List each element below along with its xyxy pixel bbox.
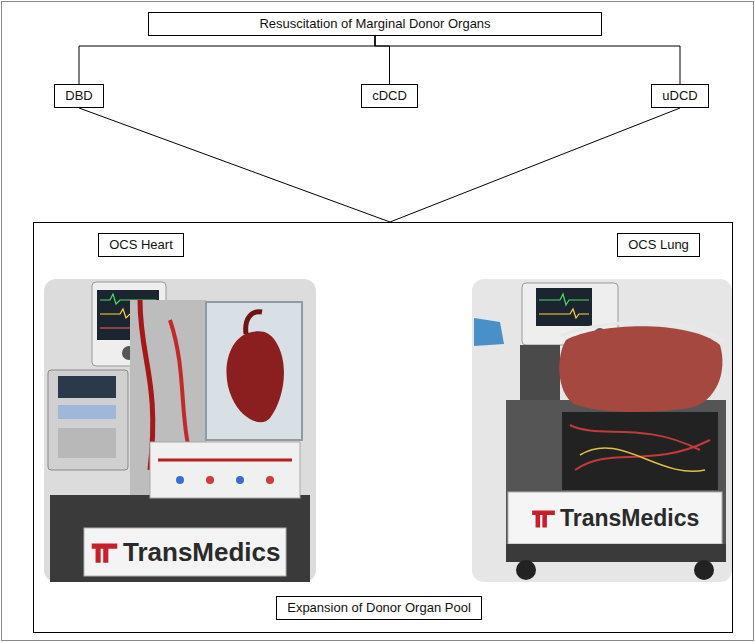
trace	[539, 309, 589, 318]
wheel	[694, 560, 714, 580]
heart	[226, 331, 283, 422]
connector	[79, 36, 375, 84]
heart-vessel	[246, 312, 262, 334]
box-text: OCS Lung	[628, 237, 689, 253]
front-panel	[84, 528, 286, 576]
connector	[375, 36, 390, 84]
brand-plate: TransMedics	[531, 505, 699, 532]
box-text: uDCD	[662, 88, 698, 104]
brand-logo	[531, 508, 556, 529]
pump-slot	[58, 428, 116, 458]
connector	[79, 108, 390, 222]
wires	[580, 448, 705, 471]
lungs	[559, 326, 722, 412]
box-text: DBD	[65, 88, 93, 104]
trace	[539, 294, 589, 305]
connector	[176, 476, 184, 484]
monitor-screen	[536, 288, 592, 326]
connector	[266, 476, 274, 484]
glove	[474, 318, 504, 346]
base	[506, 544, 726, 562]
pump-keys	[58, 405, 116, 419]
brand-logo-shape	[532, 511, 555, 528]
device-label: OCS Lung	[617, 233, 700, 257]
box-text: OCS Heart	[109, 237, 173, 253]
brand-logo-shape	[92, 544, 118, 563]
front-panel	[508, 492, 722, 544]
category-box: cDCD	[361, 84, 418, 108]
photo-ground	[472, 279, 732, 582]
pump	[48, 370, 128, 470]
cart-body	[506, 400, 726, 560]
outcome-box: Expansion of Donor Organ Pool	[276, 596, 482, 620]
brand-name: TransMedics	[123, 537, 281, 568]
connector	[206, 476, 214, 484]
wheel	[516, 560, 536, 580]
category-box: uDCD	[651, 84, 709, 108]
box-text: Expansion of Donor Organ Pool	[287, 600, 471, 616]
source-box: Resuscitation of Marginal Donor Organs	[148, 12, 602, 36]
wires	[570, 425, 710, 470]
photo-ground	[44, 279, 316, 582]
brand-plate: TransMedics	[90, 537, 281, 568]
box-text: cDCD	[372, 88, 407, 104]
connector	[375, 36, 680, 84]
cart-base	[50, 495, 310, 582]
device-panel: OCS Heart OCS LungExpansion of Donor Orga…	[33, 222, 733, 633]
ocs-heart-photo	[44, 279, 316, 582]
box-text: Resuscitation of Marginal Donor Organs	[159, 16, 591, 32]
brand-name: TransMedics	[560, 505, 699, 532]
connector	[236, 476, 244, 484]
bag	[560, 322, 724, 342]
lower-panel	[150, 442, 300, 498]
connector	[390, 108, 680, 222]
category-box: DBD	[54, 84, 104, 108]
wire-bay	[562, 412, 718, 490]
chamber	[206, 302, 302, 440]
ocs-lung-photo	[472, 279, 732, 582]
device-label: OCS Heart	[98, 233, 184, 257]
tube	[158, 459, 292, 462]
brand-logo	[90, 541, 119, 564]
pump-screen	[58, 376, 116, 398]
